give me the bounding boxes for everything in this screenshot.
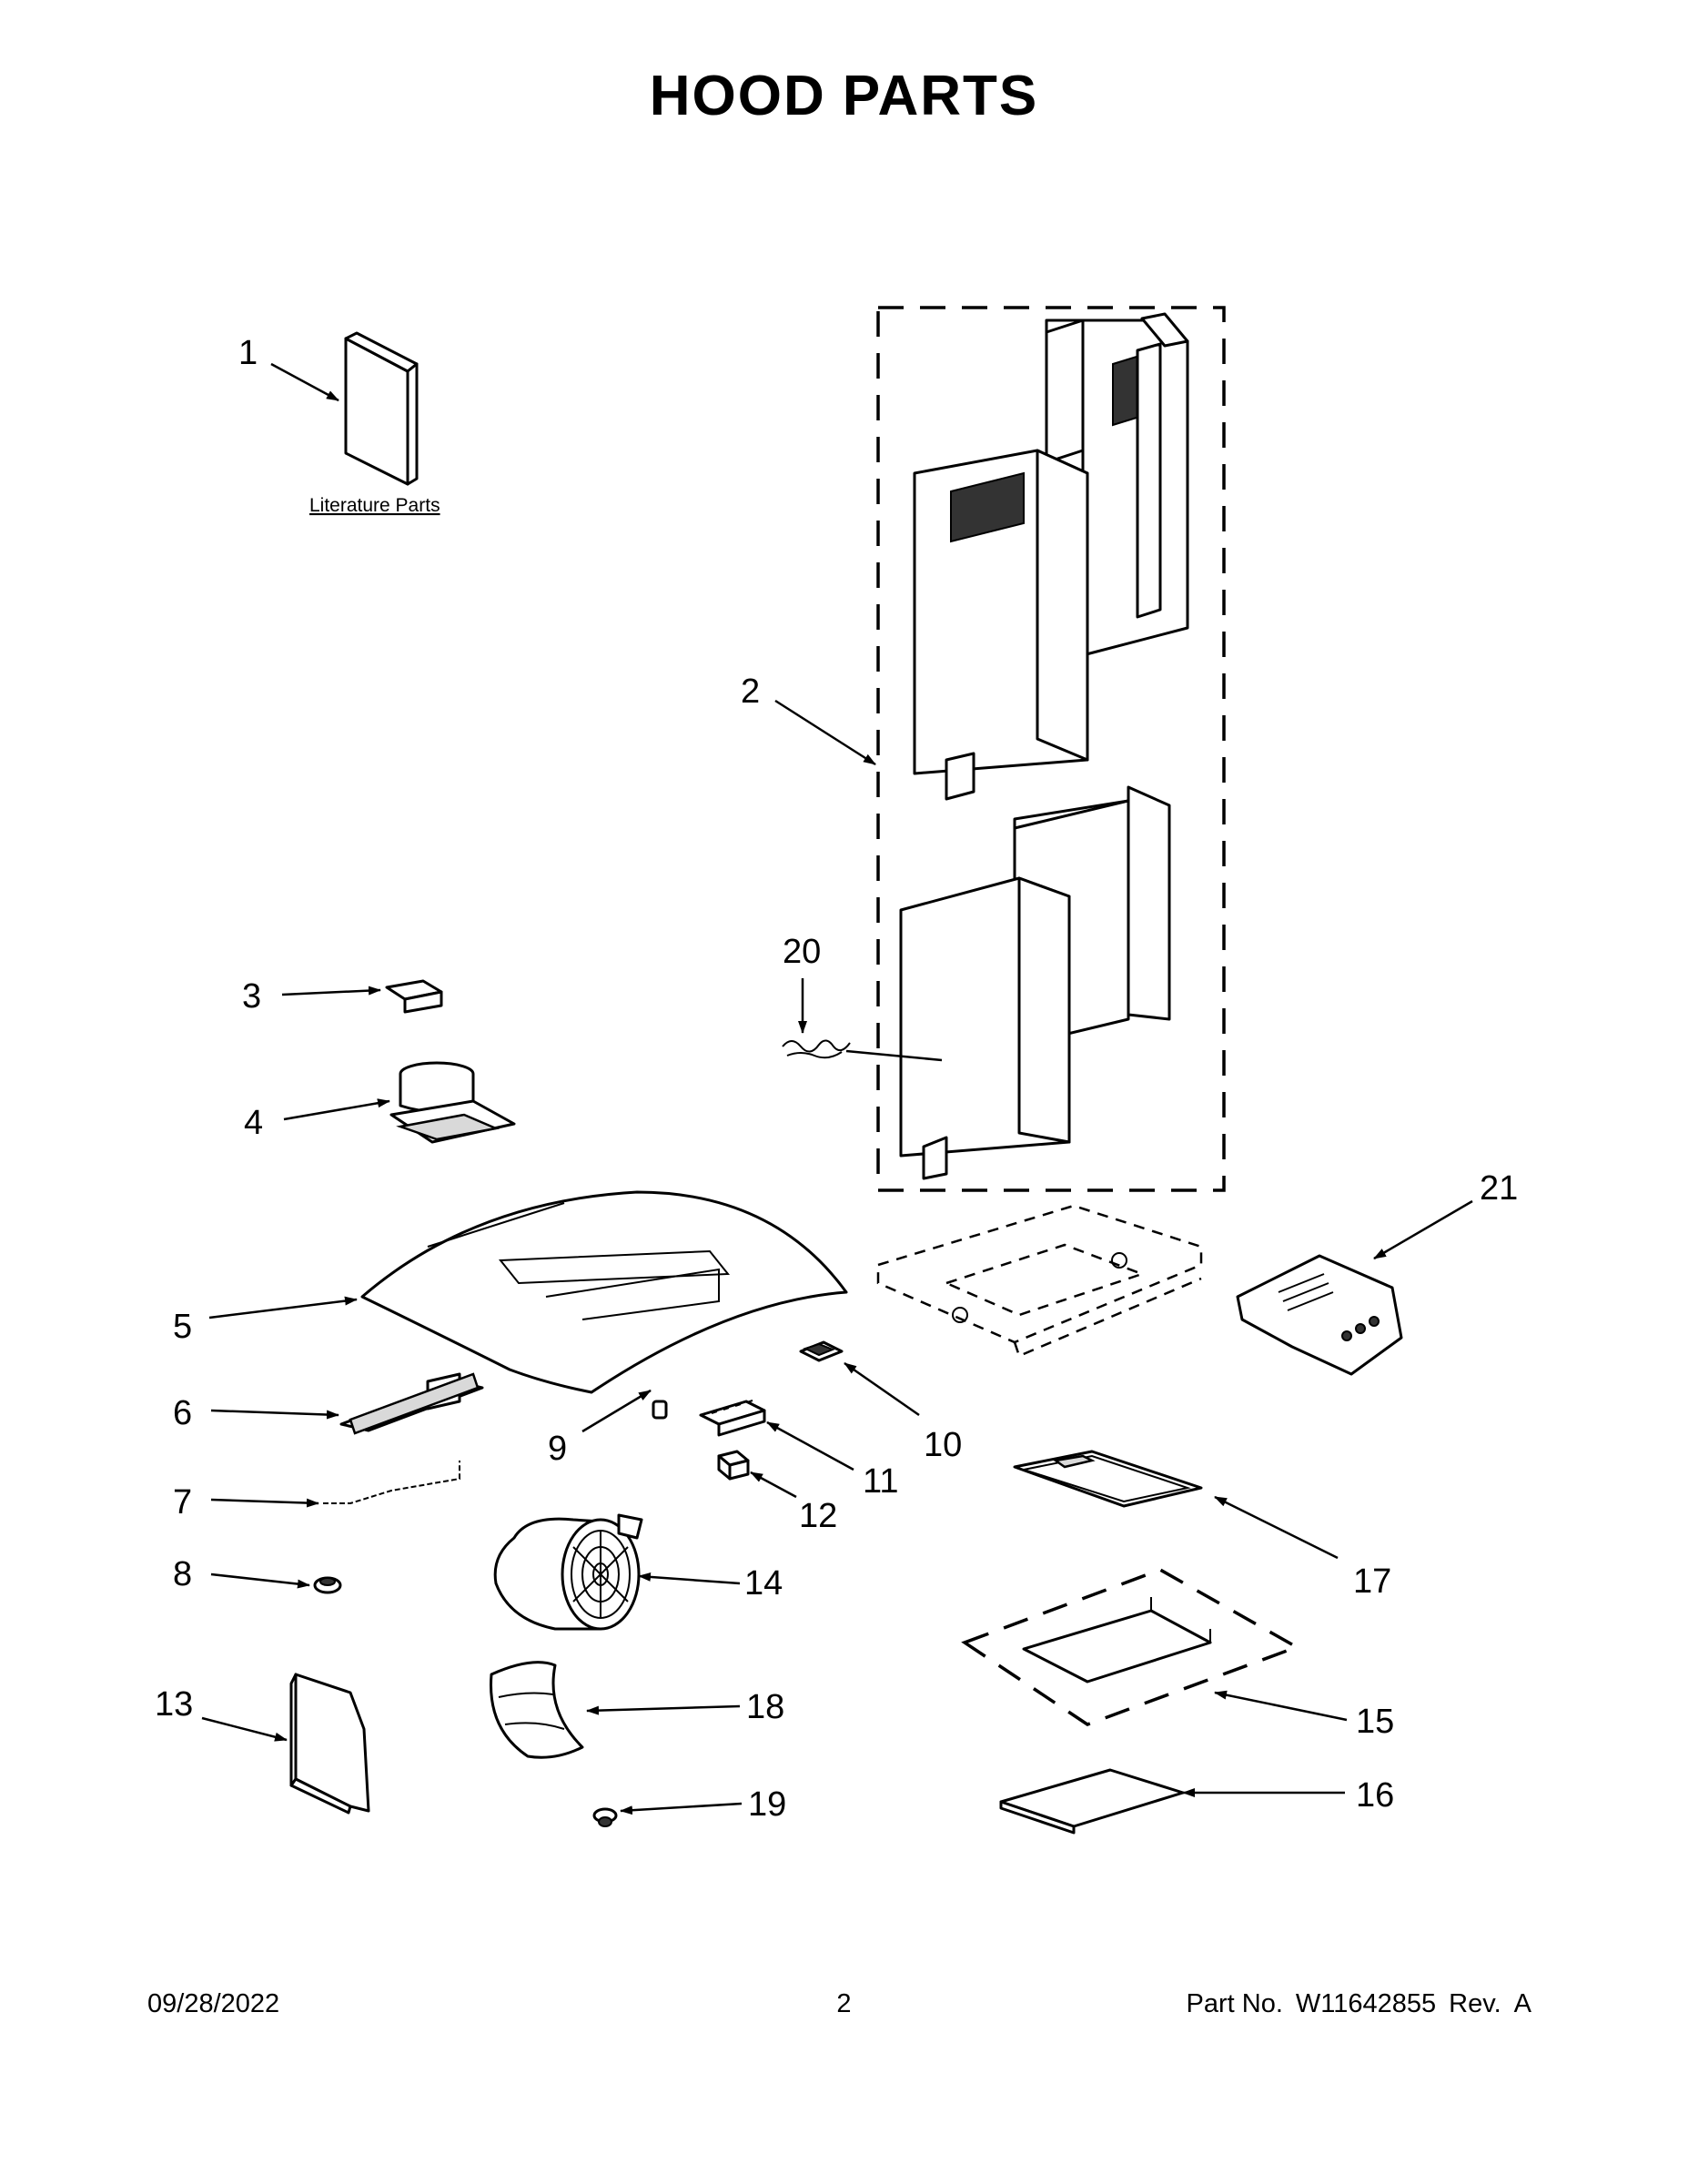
leader-15: [1214, 1690, 1348, 1722]
chimney-assembly-part: [876, 306, 1226, 1192]
grease-filter-part: [1013, 1450, 1203, 1508]
leader-2: [774, 699, 876, 766]
callout-8: 8: [173, 1555, 192, 1593]
control-housing-part: [339, 1372, 484, 1435]
callout-10: 10: [924, 1426, 962, 1464]
bracket-part: [385, 979, 443, 1014]
leader-8: [210, 1572, 310, 1589]
leader-7: [210, 1498, 319, 1508]
switch-part: [652, 1400, 668, 1420]
hood-body-part: [876, 1204, 1203, 1358]
leader-17: [1214, 1495, 1339, 1560]
leader-4: [283, 1098, 390, 1121]
leader-19: [620, 1802, 743, 1815]
footer-part-info: Part No. W11642855 Rev. A: [1187, 1989, 1531, 2019]
callout-5: 5: [173, 1308, 192, 1346]
scroll-housing-part: [490, 1661, 584, 1759]
callout-20: 20: [783, 933, 821, 971]
page-title-word-1: HOOD: [649, 65, 826, 127]
footer-date: 09/28/2022: [147, 1989, 280, 2018]
literature-parts-label: Literature Parts: [309, 495, 440, 516]
glass-canopy-part: [360, 1190, 848, 1394]
callout-14: 14: [744, 1564, 783, 1603]
callout-1: 1: [238, 334, 258, 372]
capacitor-part: [717, 1450, 750, 1481]
control-overlay-part: [1236, 1254, 1403, 1376]
callout-3: 3: [242, 977, 261, 1016]
light-socket-part: [313, 1576, 342, 1594]
leader-11: [766, 1421, 854, 1471]
callout-7: 7: [173, 1483, 192, 1522]
leader-13: [201, 1716, 288, 1742]
leader-14: [638, 1572, 741, 1585]
logo-badge-part: [782, 1039, 851, 1059]
control-board-part: [799, 1340, 844, 1362]
light-panel-part: [961, 1568, 1301, 1726]
literature-booklet-part: [344, 331, 419, 486]
footer-rev-label: Rev.: [1449, 1989, 1501, 2018]
terminal-block-part: [699, 1400, 766, 1437]
blower-motor-part: [493, 1513, 643, 1631]
footer-rev: A: [1513, 1989, 1531, 2018]
callout-9: 9: [548, 1430, 567, 1468]
leader-9: [581, 1389, 652, 1433]
leader-3: [281, 986, 381, 996]
callout-4: 4: [244, 1104, 263, 1142]
footer-part-label: Part No.: [1186, 1989, 1283, 2018]
leader-5: [208, 1296, 358, 1320]
callout-21: 21: [1480, 1169, 1518, 1208]
page-title: HOOD PARTS: [0, 64, 1688, 128]
damper-part: [389, 1061, 516, 1144]
filter-panel-part: [289, 1673, 370, 1815]
callout-2: 2: [741, 672, 760, 711]
callout-11: 11: [863, 1462, 898, 1501]
wire-harness-part: [323, 1461, 460, 1504]
callout-19: 19: [748, 1785, 786, 1824]
leader-6: [210, 1409, 339, 1420]
leader-21: [1373, 1199, 1473, 1260]
callout-12: 12: [799, 1497, 837, 1535]
charcoal-filter-part: [999, 1768, 1185, 1835]
thermal-fuse-part: [592, 1807, 618, 1827]
callout-6: 6: [173, 1394, 192, 1432]
leader-18: [586, 1704, 741, 1715]
callout-16: 16: [1356, 1776, 1394, 1815]
callout-13: 13: [155, 1685, 193, 1724]
callout-17: 17: [1353, 1562, 1391, 1601]
leader-10: [844, 1361, 920, 1417]
page-title-word-2: PARTS: [842, 65, 1039, 127]
footer-page-number: 2: [836, 1989, 852, 2018]
footer-part-number: W11642855: [1295, 1989, 1437, 2018]
leader-20b: [845, 1049, 943, 1062]
callout-leaders: [201, 362, 1473, 1815]
leader-12: [750, 1471, 797, 1499]
callout-numbers: 1 2 3 4 5 6 7 8 9 10 11 12 13 14 15 16 1…: [155, 334, 1518, 1824]
leader-1: [270, 362, 339, 402]
callout-15: 15: [1356, 1703, 1394, 1741]
callout-18: 18: [746, 1688, 784, 1726]
